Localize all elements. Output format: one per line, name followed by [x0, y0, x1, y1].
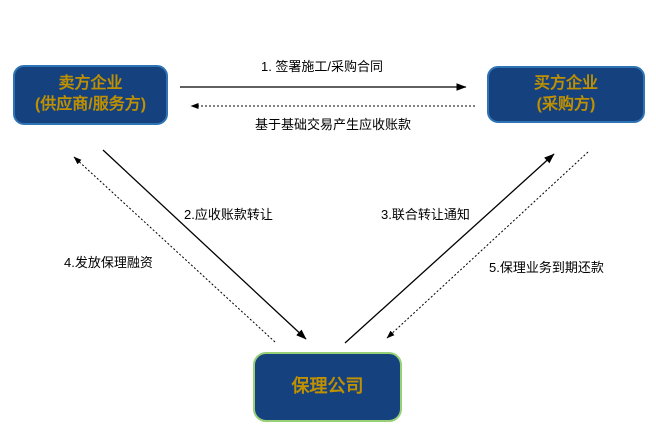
edge-label-receivables-generated: 基于基础交易产生应收账款 — [254, 117, 412, 132]
edge-label-joint-transfer-notice: 3.联合转让通知 — [381, 207, 470, 222]
edge-receivables-transfer-arrow — [102, 149, 307, 340]
node-seller-subtitle: (供应商/服务方) — [34, 96, 147, 113]
node-factoring-company: 保理公司 — [253, 352, 402, 422]
node-buyer-enterprise: 买方企业 (采购方) — [487, 66, 645, 123]
node-seller-title: 卖方企业 — [58, 75, 123, 93]
edge-label-receivables-transfer: 2.应收账款转让 — [184, 207, 273, 222]
edge-label-maturity-repayment: 5.保理业务到期还款 — [489, 260, 604, 275]
edge-label-factoring-financing: 4.发放保理融资 — [64, 255, 153, 270]
node-seller-enterprise: 卖方企业 (供应商/服务方) — [13, 65, 168, 125]
node-buyer-subtitle: (采购方) — [536, 95, 596, 113]
node-buyer-title: 买方企业 — [533, 74, 598, 92]
node-factor-title: 保理公司 — [291, 376, 364, 397]
edge-label-sign-contract: 1. 签署施工/采购合同 — [260, 59, 384, 74]
edge-maturity-repayment-arrow — [386, 151, 589, 339]
edge-joint-transfer-notice-arrow — [344, 153, 555, 344]
edge-factoring-financing-arrow — [73, 156, 276, 343]
